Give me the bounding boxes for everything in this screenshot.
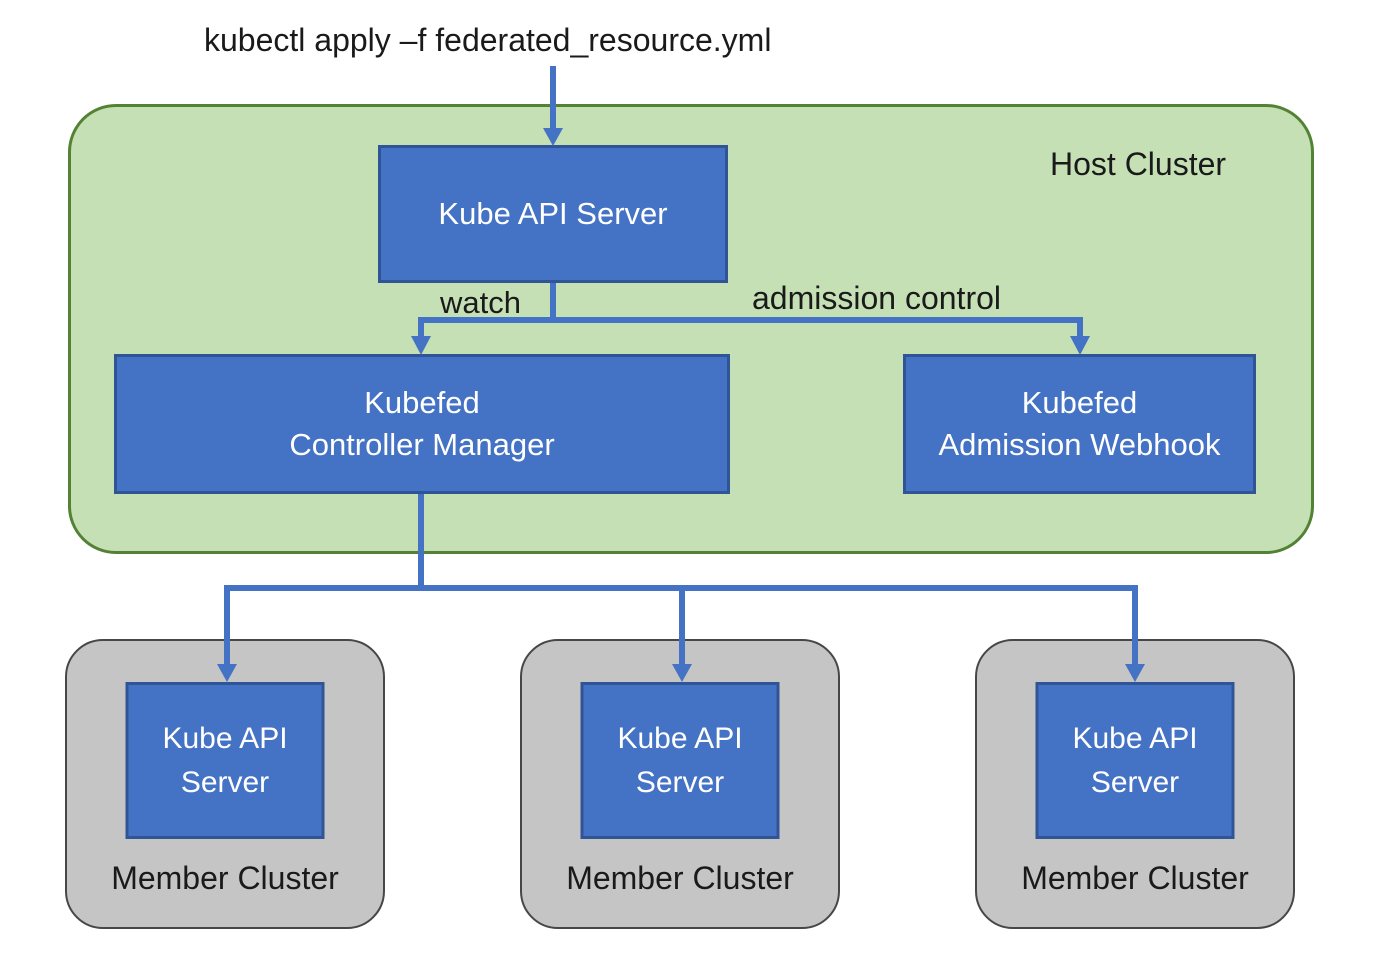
node-kubefed-controller-manager: Kubefed Controller Manager: [114, 354, 730, 494]
edge-label-watch: watch: [440, 285, 521, 320]
host-cluster-label: Host Cluster: [1050, 146, 1227, 182]
member-cluster-1-label: Member Cluster: [111, 860, 339, 896]
member-cluster-2-label: Member Cluster: [566, 860, 794, 896]
node-kube-api-server-host: Kube API Server: [378, 145, 728, 283]
member-cluster-1: Kube API Server Member Cluster: [65, 639, 385, 929]
node-kube-api-server-member-3: Kube API Server: [1035, 682, 1235, 839]
kubectl-command-text: kubectl apply –f federated_resource.yml: [204, 22, 772, 58]
node-kube-api-server-member-1: Kube API Server: [125, 682, 325, 839]
edge-label-admission-control: admission control: [752, 280, 1001, 316]
member-cluster-2: Kube API Server Member Cluster: [520, 639, 840, 929]
member-cluster-3: Kube API Server Member Cluster: [975, 639, 1295, 929]
node-kubefed-admission-webhook: Kubefed Admission Webhook: [903, 354, 1256, 494]
node-kube-api-server-member-2: Kube API Server: [580, 682, 780, 839]
member-cluster-3-label: Member Cluster: [1021, 860, 1249, 896]
